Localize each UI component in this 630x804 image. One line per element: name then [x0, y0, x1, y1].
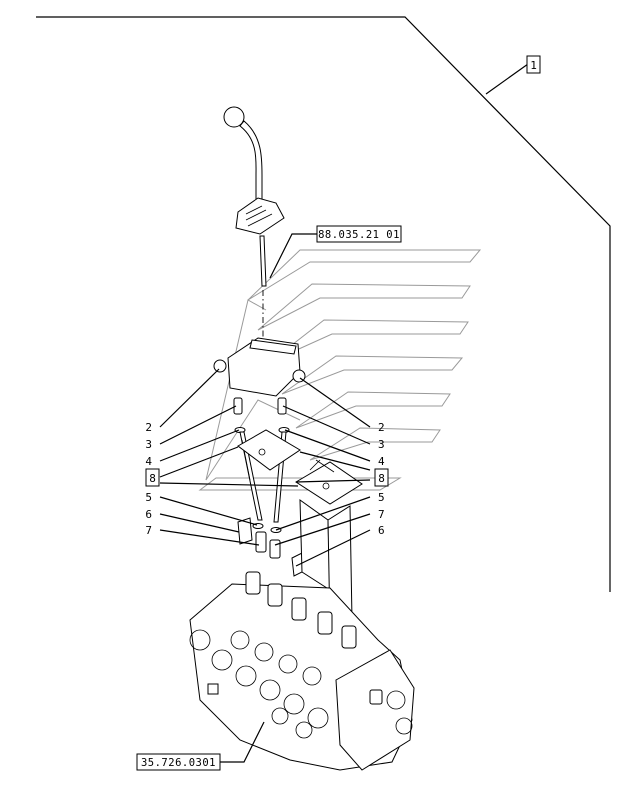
- right-callout-4: 4: [378, 455, 385, 468]
- control-lever: [223, 106, 285, 345]
- left-callout-7: 7: [145, 524, 152, 537]
- frame-tag-box: [526, 55, 541, 74]
- left-callout-leaders: [159, 368, 299, 546]
- frame-tag: 1: [530, 59, 537, 72]
- right-boxed-tag: 8: [378, 472, 385, 485]
- valve-ref: 35.726.0301: [141, 757, 216, 769]
- right-boxed-tag-box: [374, 468, 389, 487]
- valve-ref-leader: [220, 721, 265, 763]
- right-callout-3: 3: [378, 438, 385, 451]
- right-callout-7: 7: [378, 508, 385, 521]
- lever-ref: 88.035.21 01: [318, 229, 400, 241]
- frame-line: [36, 16, 611, 592]
- mounting-plate: [213, 337, 306, 397]
- lever-ref-box: [316, 225, 402, 243]
- left-boxed-tag: 8: [149, 472, 156, 485]
- left-callout-3: 3: [145, 438, 152, 451]
- left-callout-5: 5: [145, 491, 152, 504]
- frame-tag-leader: [485, 63, 529, 95]
- right-callout-5: 5: [378, 491, 385, 504]
- left-callout-4: 4: [145, 455, 152, 468]
- left-callout-6: 6: [145, 508, 152, 521]
- left-boxed-tag-box: [145, 468, 160, 487]
- left-callouts: 2 3 4 5 6 7: [145, 421, 152, 537]
- right-callout-6: 6: [378, 524, 385, 537]
- lever-ref-leader: [269, 233, 318, 279]
- left-callout-2: 2: [145, 421, 152, 434]
- right-callout-2: 2: [378, 421, 385, 434]
- control-valve-block: [189, 571, 415, 771]
- right-callouts: 2 3 4 5 7 6: [378, 421, 385, 537]
- right-callout-leaders: [274, 377, 371, 567]
- valve-ref-box: [136, 753, 221, 771]
- left-rod-assembly: [233, 397, 267, 553]
- watermark-emblem: [198, 249, 482, 491]
